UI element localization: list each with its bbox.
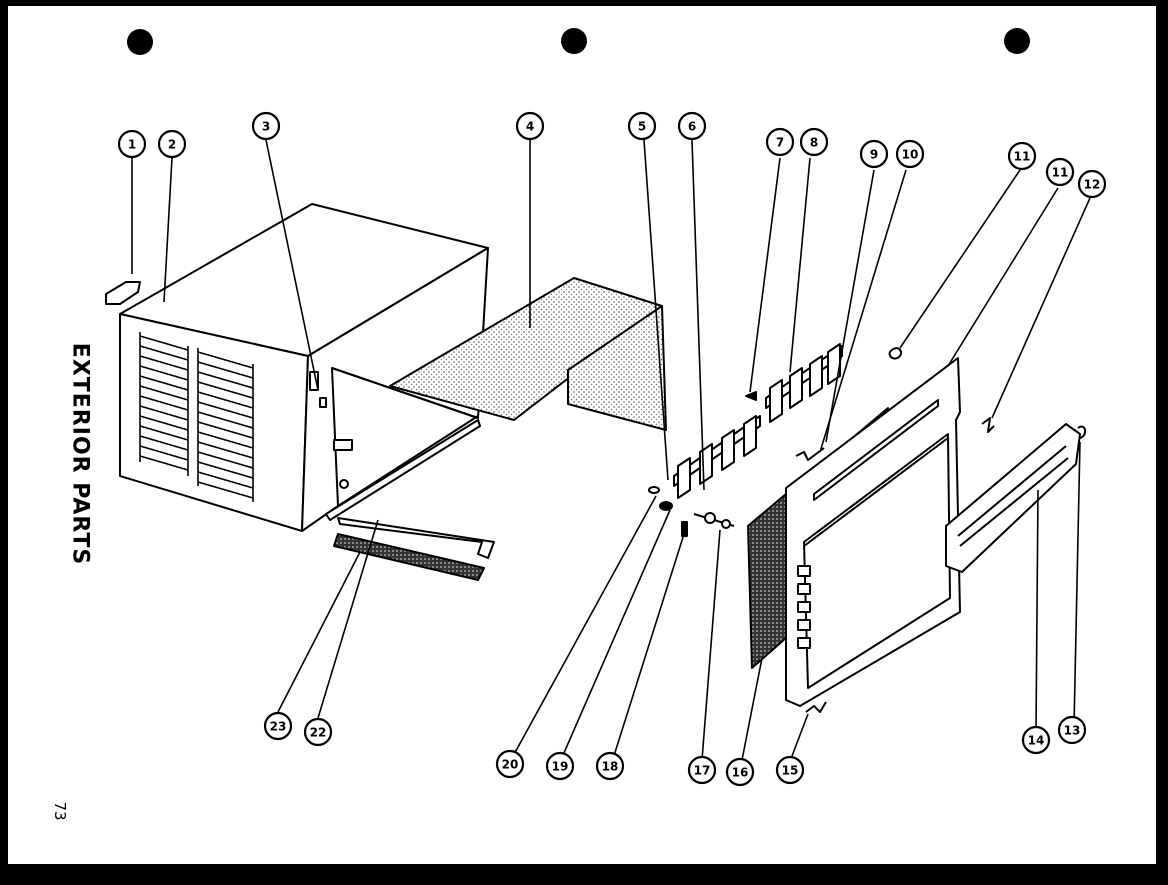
svg-text:23: 23 [270, 720, 287, 734]
svg-text:12: 12 [1084, 178, 1101, 192]
svg-text:19: 19 [552, 760, 569, 774]
part-15-spring [805, 701, 827, 713]
svg-text:15: 15 [782, 764, 799, 778]
callout-5: 5 [627, 111, 657, 141]
part-20-bushing [648, 486, 660, 494]
svg-text:3: 3 [262, 120, 270, 134]
part-19-washer [659, 501, 673, 511]
callout-1: 1 [117, 129, 147, 159]
svg-text:9: 9 [870, 148, 878, 162]
svg-text:11: 11 [1014, 150, 1031, 164]
svg-text:13: 13 [1064, 724, 1081, 738]
part-14-control-door [945, 423, 1081, 573]
part-7-screw [745, 391, 757, 401]
callout-2: 2 [157, 129, 187, 159]
louver-assembly-lower [673, 415, 761, 499]
parts-sheet: 1 2 3 4 5 6 7 8 9 10 11 11 12 13 14 15 1… [8, 6, 1156, 864]
callout-7: 7 [765, 127, 795, 157]
callout-14: 14 [1021, 725, 1051, 755]
callout-13: 13 [1057, 715, 1087, 745]
callout-12: 12 [1077, 169, 1107, 199]
callout-23: 23 [263, 711, 293, 741]
callout-19: 19 [545, 751, 575, 781]
callout-20: 20 [495, 749, 525, 779]
svg-text:14: 14 [1028, 734, 1045, 748]
callout-4: 4 [515, 111, 545, 141]
svg-text:16: 16 [732, 766, 749, 780]
svg-text:8: 8 [810, 136, 818, 150]
svg-text:17: 17 [694, 764, 711, 778]
svg-text:11: 11 [1052, 166, 1069, 180]
svg-text:18: 18 [602, 760, 619, 774]
binder-hole-icon [1004, 28, 1030, 54]
svg-text:2: 2 [168, 138, 176, 152]
callout-18: 18 [595, 751, 625, 781]
callout-17: 17 [687, 755, 717, 785]
exploded-parts-diagram: 1 2 3 4 5 6 7 8 9 10 11 11 12 13 14 15 1… [105, 28, 1107, 787]
svg-text:1: 1 [128, 138, 136, 152]
part-22-rail [337, 517, 495, 559]
callout-6: 6 [677, 111, 707, 141]
part-13-clip [1077, 425, 1086, 439]
louver-assembly-upper [765, 343, 843, 423]
part-18-pin [681, 521, 688, 537]
callout-9: 9 [859, 139, 889, 169]
svg-text:7: 7 [776, 136, 784, 150]
svg-text:20: 20 [502, 758, 519, 772]
part-23-gasket [333, 533, 485, 581]
binder-hole-icon [561, 28, 587, 54]
callout-8: 8 [799, 127, 829, 157]
svg-text:10: 10 [902, 148, 919, 162]
page-number: 73 [51, 801, 69, 821]
svg-text:5: 5 [638, 120, 646, 134]
part-2-cabinet [119, 203, 489, 532]
part-12-clip [981, 417, 995, 433]
callout-11a: 11 [1007, 141, 1037, 171]
page-title: EXTERIOR PARTS [67, 342, 93, 566]
callout-11b: 11 [1045, 157, 1075, 187]
callout-10: 10 [895, 139, 925, 169]
part-11-clip [888, 347, 902, 360]
part-9-spring [795, 447, 825, 461]
svg-text:4: 4 [526, 120, 534, 134]
part-1-nameplate [105, 281, 141, 305]
front-grille-panel [785, 357, 961, 707]
svg-text:22: 22 [310, 726, 327, 740]
callout-15: 15 [775, 755, 805, 785]
callout-3: 3 [251, 111, 281, 141]
svg-text:6: 6 [688, 120, 696, 134]
callout-22: 22 [303, 717, 333, 747]
binder-hole-icon [127, 29, 153, 55]
callout-16: 16 [725, 757, 755, 787]
part-4-insulation [389, 277, 667, 431]
part-17-pin [693, 512, 735, 529]
